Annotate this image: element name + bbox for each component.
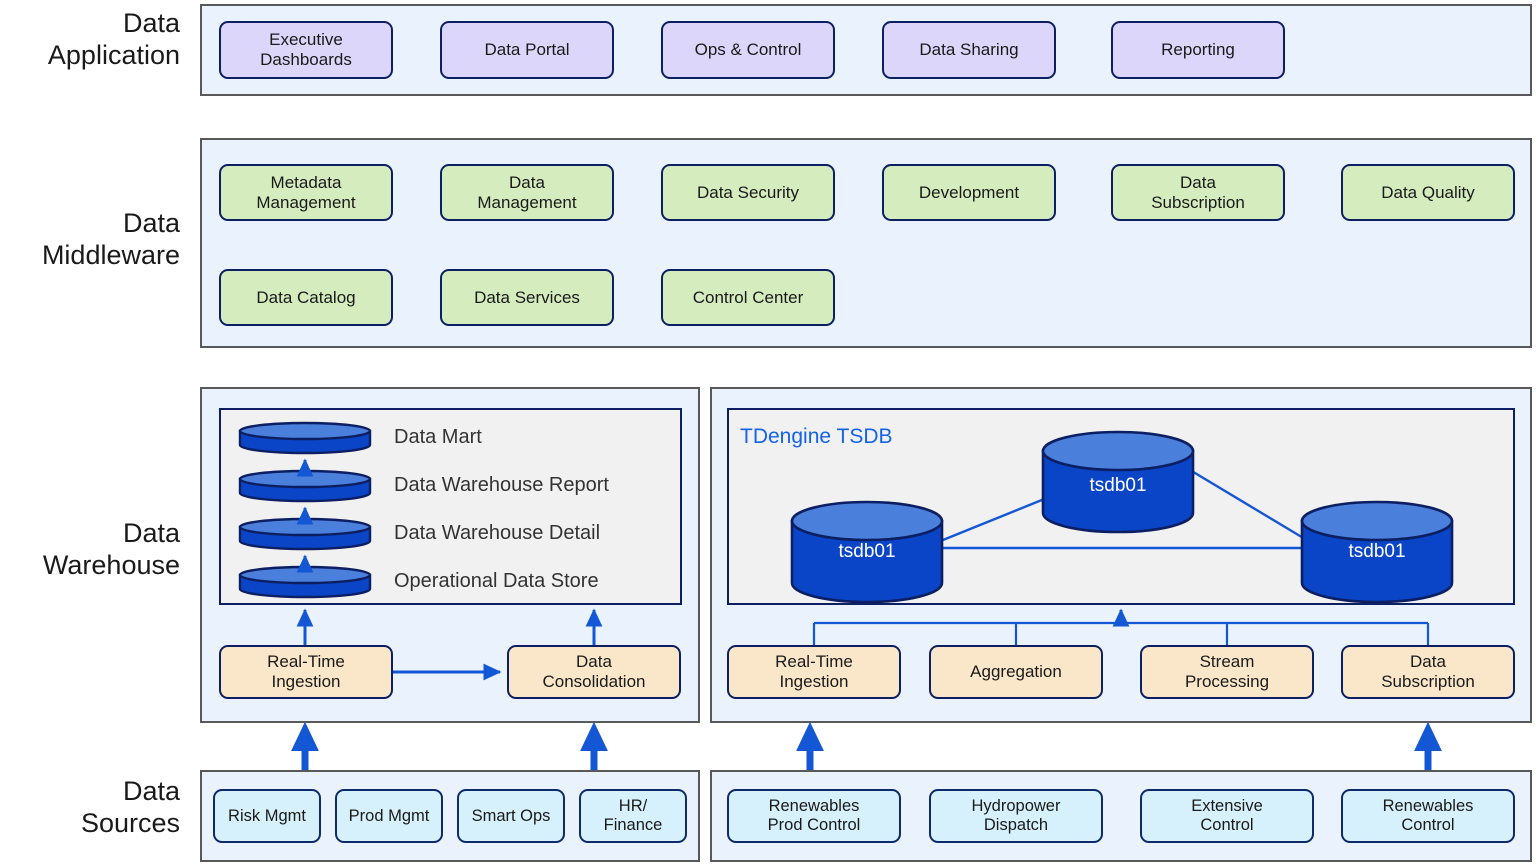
data-application-band: [200, 4, 1532, 96]
tsdb-process-real-time-ingestion[interactable]: Real-Time Ingestion: [727, 645, 901, 699]
app-node-data-portal[interactable]: Data Portal: [440, 21, 614, 79]
source-node-smart-ops[interactable]: Smart Ops: [457, 789, 565, 843]
source-node-renewables-prod-control[interactable]: Renewables Prod Control: [727, 789, 901, 843]
tsdb-node-left[interactable]: tsdb01: [789, 499, 945, 610]
tsdb-process-aggregation[interactable]: Aggregation: [929, 645, 1103, 699]
source-node-risk-mgmt[interactable]: Risk Mgmt: [213, 789, 321, 843]
mid-node-data-security[interactable]: Data Security: [661, 164, 835, 221]
mid-node-development[interactable]: Development: [882, 164, 1056, 221]
mid-node-data-catalog[interactable]: Data Catalog: [219, 269, 393, 326]
warehouse-process-data-consolidation[interactable]: Data Consolidation: [507, 645, 681, 699]
mid-node-data-quality[interactable]: Data Quality: [1341, 164, 1515, 221]
tsdb-node-right[interactable]: tsdb01: [1299, 499, 1455, 610]
tsdb-node-right-label: tsdb01: [1348, 541, 1406, 562]
app-node-ops-and-control[interactable]: Ops & Control: [661, 21, 835, 79]
tsdb-title: TDengine TSDB: [740, 425, 893, 448]
row-label-sources: Data Sources: [80, 776, 180, 838]
row-label-middleware: Data Middleware: [41, 208, 180, 270]
disk-data-warehouse-report: [237, 469, 373, 508]
disk-label-operational-data-store: Operational Data Store: [394, 570, 599, 592]
disk-data-mart: [237, 421, 373, 460]
tsdb-node-top-label: tsdb01: [1089, 475, 1147, 496]
source-node-extensive-control[interactable]: Extensive Control: [1140, 789, 1314, 843]
source-node-hr-finance[interactable]: HR/ Finance: [579, 789, 687, 843]
mid-node-data-services[interactable]: Data Services: [440, 269, 614, 326]
tsdb-node-top[interactable]: tsdb01: [1040, 429, 1196, 540]
app-node-executive-dashboards[interactable]: Executive Dashboards: [219, 21, 393, 79]
source-node-hydropower-dispatch[interactable]: Hydropower Dispatch: [929, 789, 1103, 843]
disk-label-data-mart: Data Mart: [394, 426, 482, 448]
mid-node-data-management[interactable]: Data Management: [440, 164, 614, 221]
data-middleware-band: [200, 138, 1532, 348]
disk-data-warehouse-detail: [237, 517, 373, 556]
source-node-renewables-control[interactable]: Renewables Control: [1341, 789, 1515, 843]
disk-operational-data-store: [237, 565, 373, 604]
mid-node-data-subscription[interactable]: Data Subscription: [1111, 164, 1285, 221]
tsdb-node-left-label: tsdb01: [838, 541, 896, 562]
mid-node-metadata-management[interactable]: Metadata Management: [219, 164, 393, 221]
row-label-application: Data Application: [47, 8, 180, 70]
tsdb-process-data-subscription[interactable]: Data Subscription: [1341, 645, 1515, 699]
disk-label-data-warehouse-detail: Data Warehouse Detail: [394, 522, 601, 544]
row-label-warehouse: Data Warehouse: [42, 518, 180, 580]
app-node-reporting[interactable]: Reporting: [1111, 21, 1285, 79]
tsdb-process-stream-processing[interactable]: Stream Processing: [1140, 645, 1314, 699]
mid-node-control-center[interactable]: Control Center: [661, 269, 835, 326]
app-node-data-sharing[interactable]: Data Sharing: [882, 21, 1056, 79]
source-node-prod-mgmt[interactable]: Prod Mgmt: [335, 789, 443, 843]
disk-label-data-warehouse-report: Data Warehouse Report: [394, 474, 609, 496]
warehouse-process-real-time-ingestion[interactable]: Real-Time Ingestion: [219, 645, 393, 699]
